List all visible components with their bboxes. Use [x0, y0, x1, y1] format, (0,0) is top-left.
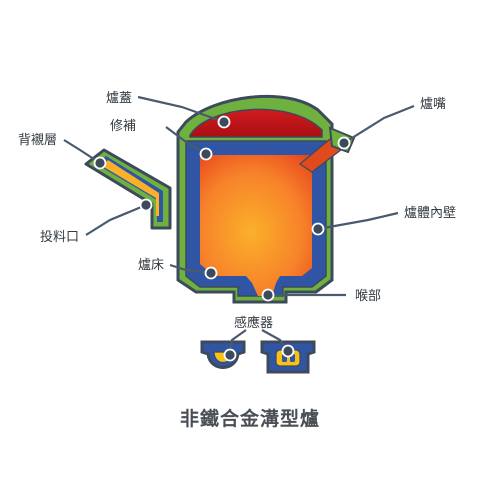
leader-inner-wall [317, 211, 399, 231]
label-throat: 喉部 [355, 289, 381, 304]
label-backing-layer: 背襯層 [18, 132, 57, 148]
label-lid: 爐蓋 [106, 91, 132, 106]
molten-metal [200, 155, 322, 296]
marker-repair [199, 147, 213, 161]
marker-inner-wall [311, 222, 325, 236]
marker-lid [217, 115, 231, 129]
labels: 爐蓋 修補 背襯層 投料口 爐床 爐嘴 爐體內壁 喉部 感應器 非鐵合金溝型爐 [18, 91, 456, 430]
label-spout: 爐嘴 [420, 97, 446, 112]
label-charging-port: 投料口 [40, 229, 79, 245]
label-hearth: 爐床 [138, 258, 164, 273]
marker-backing [93, 156, 107, 170]
marker-throat [261, 288, 275, 302]
marker-hearth [204, 266, 218, 280]
inductor-left [200, 340, 246, 369]
marker-charging [139, 198, 153, 212]
charging-port-channel [102, 160, 159, 216]
leader-backing [63, 139, 101, 164]
leader-repair [165, 126, 207, 155]
leader-lid [137, 95, 225, 124]
diagram-title: 非鐵合金溝型爐 [180, 407, 320, 430]
leader-hearth [169, 263, 212, 275]
marker-dots [93, 115, 351, 362]
charging-port-lining [96, 156, 163, 222]
marker-inductor-right [281, 344, 295, 358]
leader-spout [343, 104, 415, 144]
furnace-body [176, 94, 356, 304]
label-repair: 修補 [110, 119, 136, 134]
label-inner-wall: 爐體內壁 [404, 206, 456, 221]
leader-charging [85, 203, 147, 236]
marker-spout [337, 136, 351, 150]
marker-inductor-left [223, 348, 237, 362]
label-inductor: 感應器 [234, 315, 273, 331]
leader-lines [63, 95, 415, 356]
